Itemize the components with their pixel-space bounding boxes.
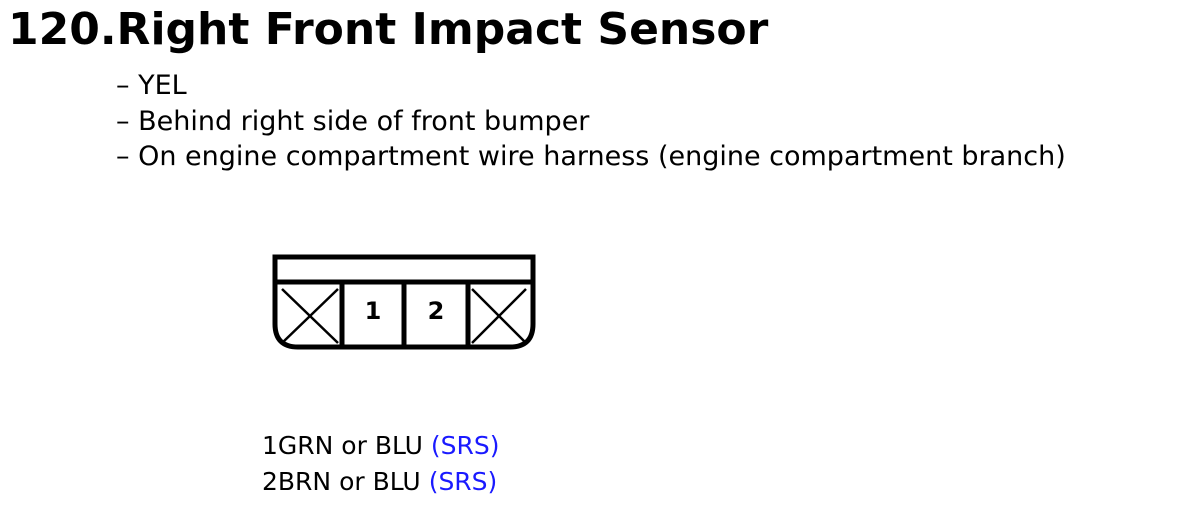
pin-label: 1	[365, 297, 382, 325]
blank-cavity-left	[281, 288, 339, 344]
page-title: 120.Right Front Impact Sensor	[8, 4, 769, 55]
wire-pin: 1	[262, 431, 278, 460]
wire-system: (SRS)	[430, 431, 500, 460]
wire-pin: 2	[262, 467, 278, 496]
wire-color: GRN or BLU	[277, 431, 423, 460]
connector-diagram: 1 2	[272, 254, 536, 350]
wire-row: 1GRN or BLU (SRS)	[262, 428, 500, 464]
wire-row: 2BRN or BLU (SRS)	[262, 464, 500, 500]
pin-label: 2	[428, 297, 445, 325]
wire-color: BRN or BLU	[277, 467, 421, 496]
wire-list: 1GRN or BLU (SRS) 2BRN or BLU (SRS)	[262, 428, 500, 500]
connector-location: – Behind right side of front bumper	[116, 105, 590, 137]
connector-harness: – On engine compartment wire harness (en…	[116, 141, 1066, 172]
blank-cavity-right	[471, 288, 527, 344]
connector-body	[272, 279, 536, 350]
connector-top-tab	[272, 254, 536, 282]
connector-color: – YEL	[116, 70, 187, 101]
wire-system: (SRS)	[428, 467, 498, 496]
connector-details: – YEL – Behind right side of front bumpe…	[116, 68, 1066, 175]
